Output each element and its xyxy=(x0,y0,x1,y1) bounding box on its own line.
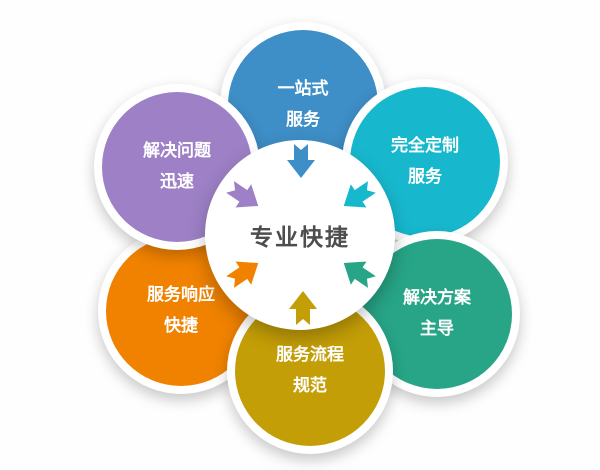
petal-label-line: 服务响应 xyxy=(147,284,215,305)
petal-label-line: 服务 xyxy=(286,110,320,130)
petal-label-line: 服务流程 xyxy=(276,344,344,365)
petal-label-line: 解决问题 xyxy=(143,140,211,161)
center-circle: 专业快捷 xyxy=(205,140,395,330)
petal-label-line: 主导 xyxy=(420,319,454,339)
center-label: 专业快捷 xyxy=(250,225,350,251)
petal-label-line: 服务 xyxy=(408,167,442,187)
petal-label-line: 一站式 xyxy=(277,78,329,99)
petal-label-line: 规范 xyxy=(293,376,327,396)
petal-label-line: 快捷 xyxy=(164,316,198,336)
petal-label-line: 完全定制 xyxy=(391,135,459,156)
petal-label-line: 迅速 xyxy=(160,172,194,192)
petal-label-line: 解决方案 xyxy=(403,287,471,308)
